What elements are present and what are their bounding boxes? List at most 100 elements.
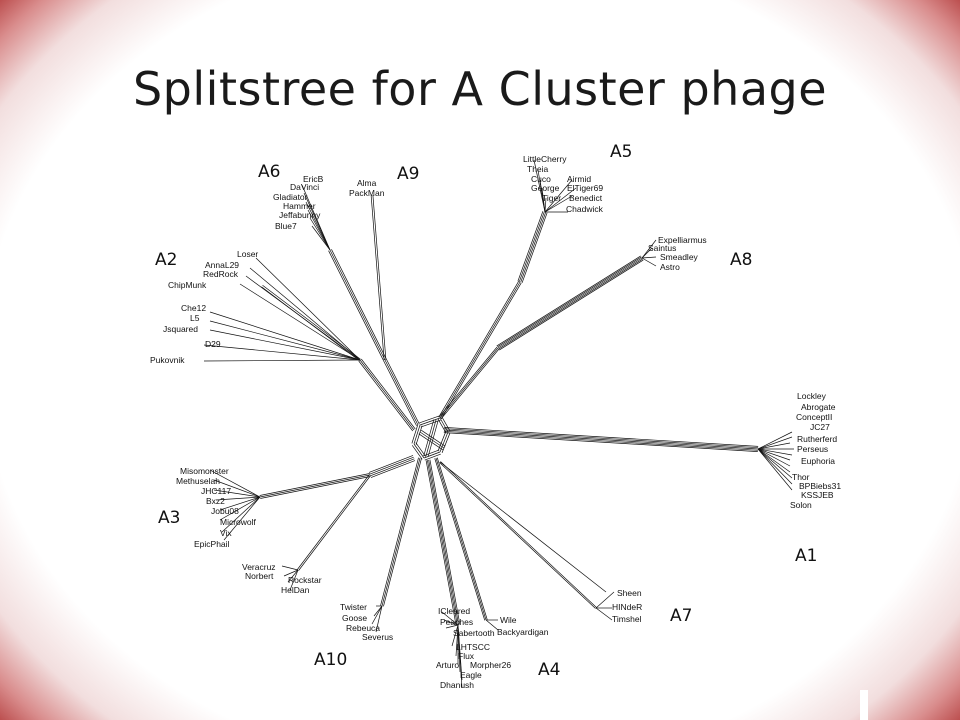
- network-edge-104: [213, 479, 261, 498]
- network-edge-97: [370, 458, 415, 477]
- network-edge-53: [439, 281, 521, 419]
- network-edge-2: [420, 419, 441, 428]
- cluster-label-a6: A6: [258, 162, 281, 182]
- network-edge-82: [358, 360, 414, 432]
- network-edge-19: [419, 431, 445, 449]
- taxon-label: Norbert: [245, 571, 274, 581]
- taxon-label: Morpher26: [470, 660, 511, 670]
- network-edge-112: [297, 474, 370, 570]
- taxon-label: Euphoria: [801, 456, 835, 466]
- taxon-label: JHC117: [201, 486, 231, 496]
- network-edge-111: [298, 475, 371, 571]
- network-edge-12: [411, 445, 423, 460]
- network-edge-58: [521, 212, 548, 283]
- taxon-label: Loser: [237, 249, 258, 259]
- taxon-label: Thor: [792, 472, 810, 482]
- taxon-label: Solon: [790, 500, 812, 510]
- taxon-label: Tiger: [542, 193, 561, 203]
- network-edge-62: [541, 187, 546, 213]
- taxon-label: Rockstar: [288, 575, 322, 585]
- taxon-label: EpicPhail: [194, 539, 230, 549]
- network-edge-23: [423, 419, 435, 456]
- taxon-label: D29: [205, 339, 221, 349]
- taxon-label: Rebeuca: [346, 623, 380, 633]
- network-edge-13: [413, 443, 425, 459]
- network-edge-93: [203, 359, 361, 362]
- taxon-label: Gladiator: [273, 192, 308, 202]
- network-edge-119: [380, 457, 419, 606]
- network-edge-99: [368, 455, 414, 473]
- taxon-label: Veracruz: [242, 562, 276, 572]
- network-edge-40: [438, 346, 498, 418]
- taxon-label: Twister: [340, 602, 367, 612]
- taxon-label: Backyardigan: [497, 627, 549, 637]
- network-edge-84: [360, 358, 416, 430]
- network-edge-106: [215, 496, 261, 501]
- taxon-label: Alma: [357, 178, 377, 188]
- network-edge-63: [544, 197, 547, 213]
- taxon-label: ICleared: [438, 606, 470, 616]
- network-edge-45: [497, 257, 643, 349]
- network-edge-110: [223, 496, 261, 541]
- network-edge-103: [209, 469, 261, 498]
- network-edge-80: [309, 217, 331, 251]
- network-edge-38: [757, 448, 793, 485]
- taxon-label: Astro: [660, 262, 680, 272]
- network-edge-27: [443, 430, 758, 451]
- network-edge-24: [444, 427, 759, 447]
- taxon-label: Sheen: [617, 588, 642, 598]
- network-edge-57: [520, 212, 547, 283]
- cluster-label-a2: A2: [155, 250, 178, 270]
- taxon-label: BPBiebs31: [799, 481, 841, 491]
- network-edge-5: [437, 418, 447, 434]
- network-edge-44: [497, 256, 642, 348]
- network-edge-55: [517, 211, 544, 282]
- network-edge-107: [219, 496, 261, 511]
- network-edge-113: [281, 565, 299, 571]
- network-edge-46: [498, 258, 643, 350]
- network-edge-65: [544, 187, 577, 213]
- network-edge-25: [444, 428, 759, 449]
- taxon-label: Eagle: [460, 670, 482, 680]
- network-edge-77: [303, 192, 331, 251]
- network-edge-8: [437, 431, 447, 452]
- network-edge-64: [544, 179, 573, 213]
- network-edge-102: [259, 473, 370, 496]
- network-edge-17: [415, 425, 423, 445]
- network-edge-88: [239, 283, 361, 361]
- taxon-label: ElTiger69: [567, 183, 603, 193]
- network-edge-122: [371, 605, 383, 625]
- network-edge-21: [427, 420, 439, 457]
- network-edge-16: [413, 424, 421, 445]
- network-edge-89: [209, 311, 361, 361]
- taxon-label: Jobu08: [211, 506, 239, 516]
- taxon-label: Severus: [362, 632, 393, 642]
- taxon-label: Benedict: [569, 193, 603, 203]
- taxon-label: LittleCherry: [523, 154, 567, 164]
- taxon-label: Microwolf: [220, 517, 257, 527]
- network-edge-36: [757, 448, 791, 473]
- taxon-label: KSSJEB: [801, 490, 834, 500]
- network-edge-35: [757, 448, 791, 467]
- network-edge-48: [641, 239, 657, 259]
- network-edge-33: [757, 448, 793, 456]
- taxon-label: Dhanush: [440, 680, 474, 690]
- network-edge-138: [435, 457, 487, 621]
- corner-patch: [860, 690, 868, 720]
- network-edge-47: [499, 259, 644, 351]
- network-edge-129: [443, 619, 459, 626]
- network-edge-71: [370, 195, 385, 361]
- network-edge-39: [757, 448, 793, 491]
- network-edge-128: [441, 611, 459, 626]
- cluster-label-a7: A7: [670, 606, 693, 626]
- taxon-label: HelDan: [281, 585, 310, 595]
- network-edge-3: [441, 416, 451, 432]
- network-edge-29: [757, 431, 793, 450]
- taxon-label: HINdeR: [612, 602, 642, 612]
- taxon-label: PackMan: [349, 188, 385, 198]
- network-edge-83: [359, 359, 415, 431]
- taxon-label: DaVinci: [290, 182, 319, 192]
- network-edge-73: [328, 250, 384, 361]
- network-edge-117: [383, 458, 422, 607]
- network-edge-92: [203, 344, 361, 361]
